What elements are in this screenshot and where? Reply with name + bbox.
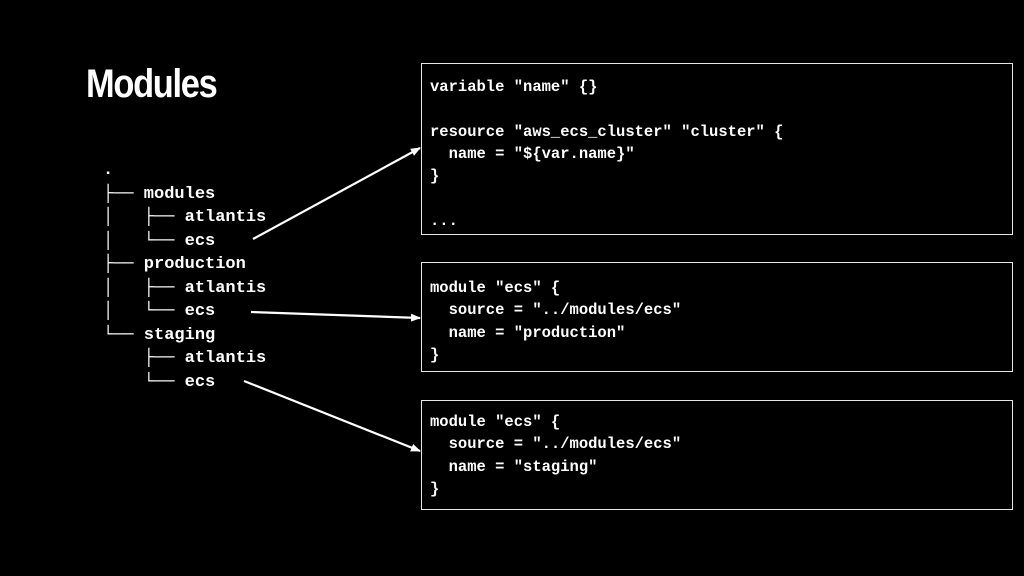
tree-item-production-atlantis: │ ├── atlantis (103, 278, 267, 298)
tree-item-modules-atlantis: │ ├── atlantis (103, 208, 267, 227)
directory-tree: . ├── modules │ ├── atlantis │ └── ecs ├── p… (103, 159, 266, 394)
code-block-production: module "ecs" { source = "../modules/ecs"… (421, 262, 1013, 372)
tree-item-modules: ├── modules (103, 184, 216, 204)
arrow-production-ecs (250, 310, 421, 322)
code-text: variable "name" {} resource "aws_ecs_clu… (430, 78, 784, 230)
arrow-modules-ecs (252, 147, 421, 240)
tree-root: . (103, 161, 114, 180)
code-block-staging: module "ecs" { source = "../modules/ecs"… (421, 400, 1013, 510)
tree-item-modules-ecs: │ └── ecs (103, 231, 216, 251)
code-block-module-definition: variable "name" {} resource "aws_ecs_clu… (421, 63, 1013, 235)
tree-item-production: ├── production (103, 255, 246, 274)
code-text: module "ecs" { source = "../modules/ecs"… (430, 413, 682, 498)
code-text: module "ecs" { source = "../modules/ecs"… (430, 279, 682, 364)
tree-item-production-ecs: │ └── ecs (103, 302, 216, 321)
tree-item-staging: └── staging (103, 325, 216, 345)
tree-item-staging-ecs: └── ecs (103, 372, 216, 392)
arrow-staging-ecs (243, 379, 421, 453)
slide-title: Modules (86, 62, 218, 106)
tree-item-staging-atlantis: ├── atlantis (103, 349, 267, 368)
